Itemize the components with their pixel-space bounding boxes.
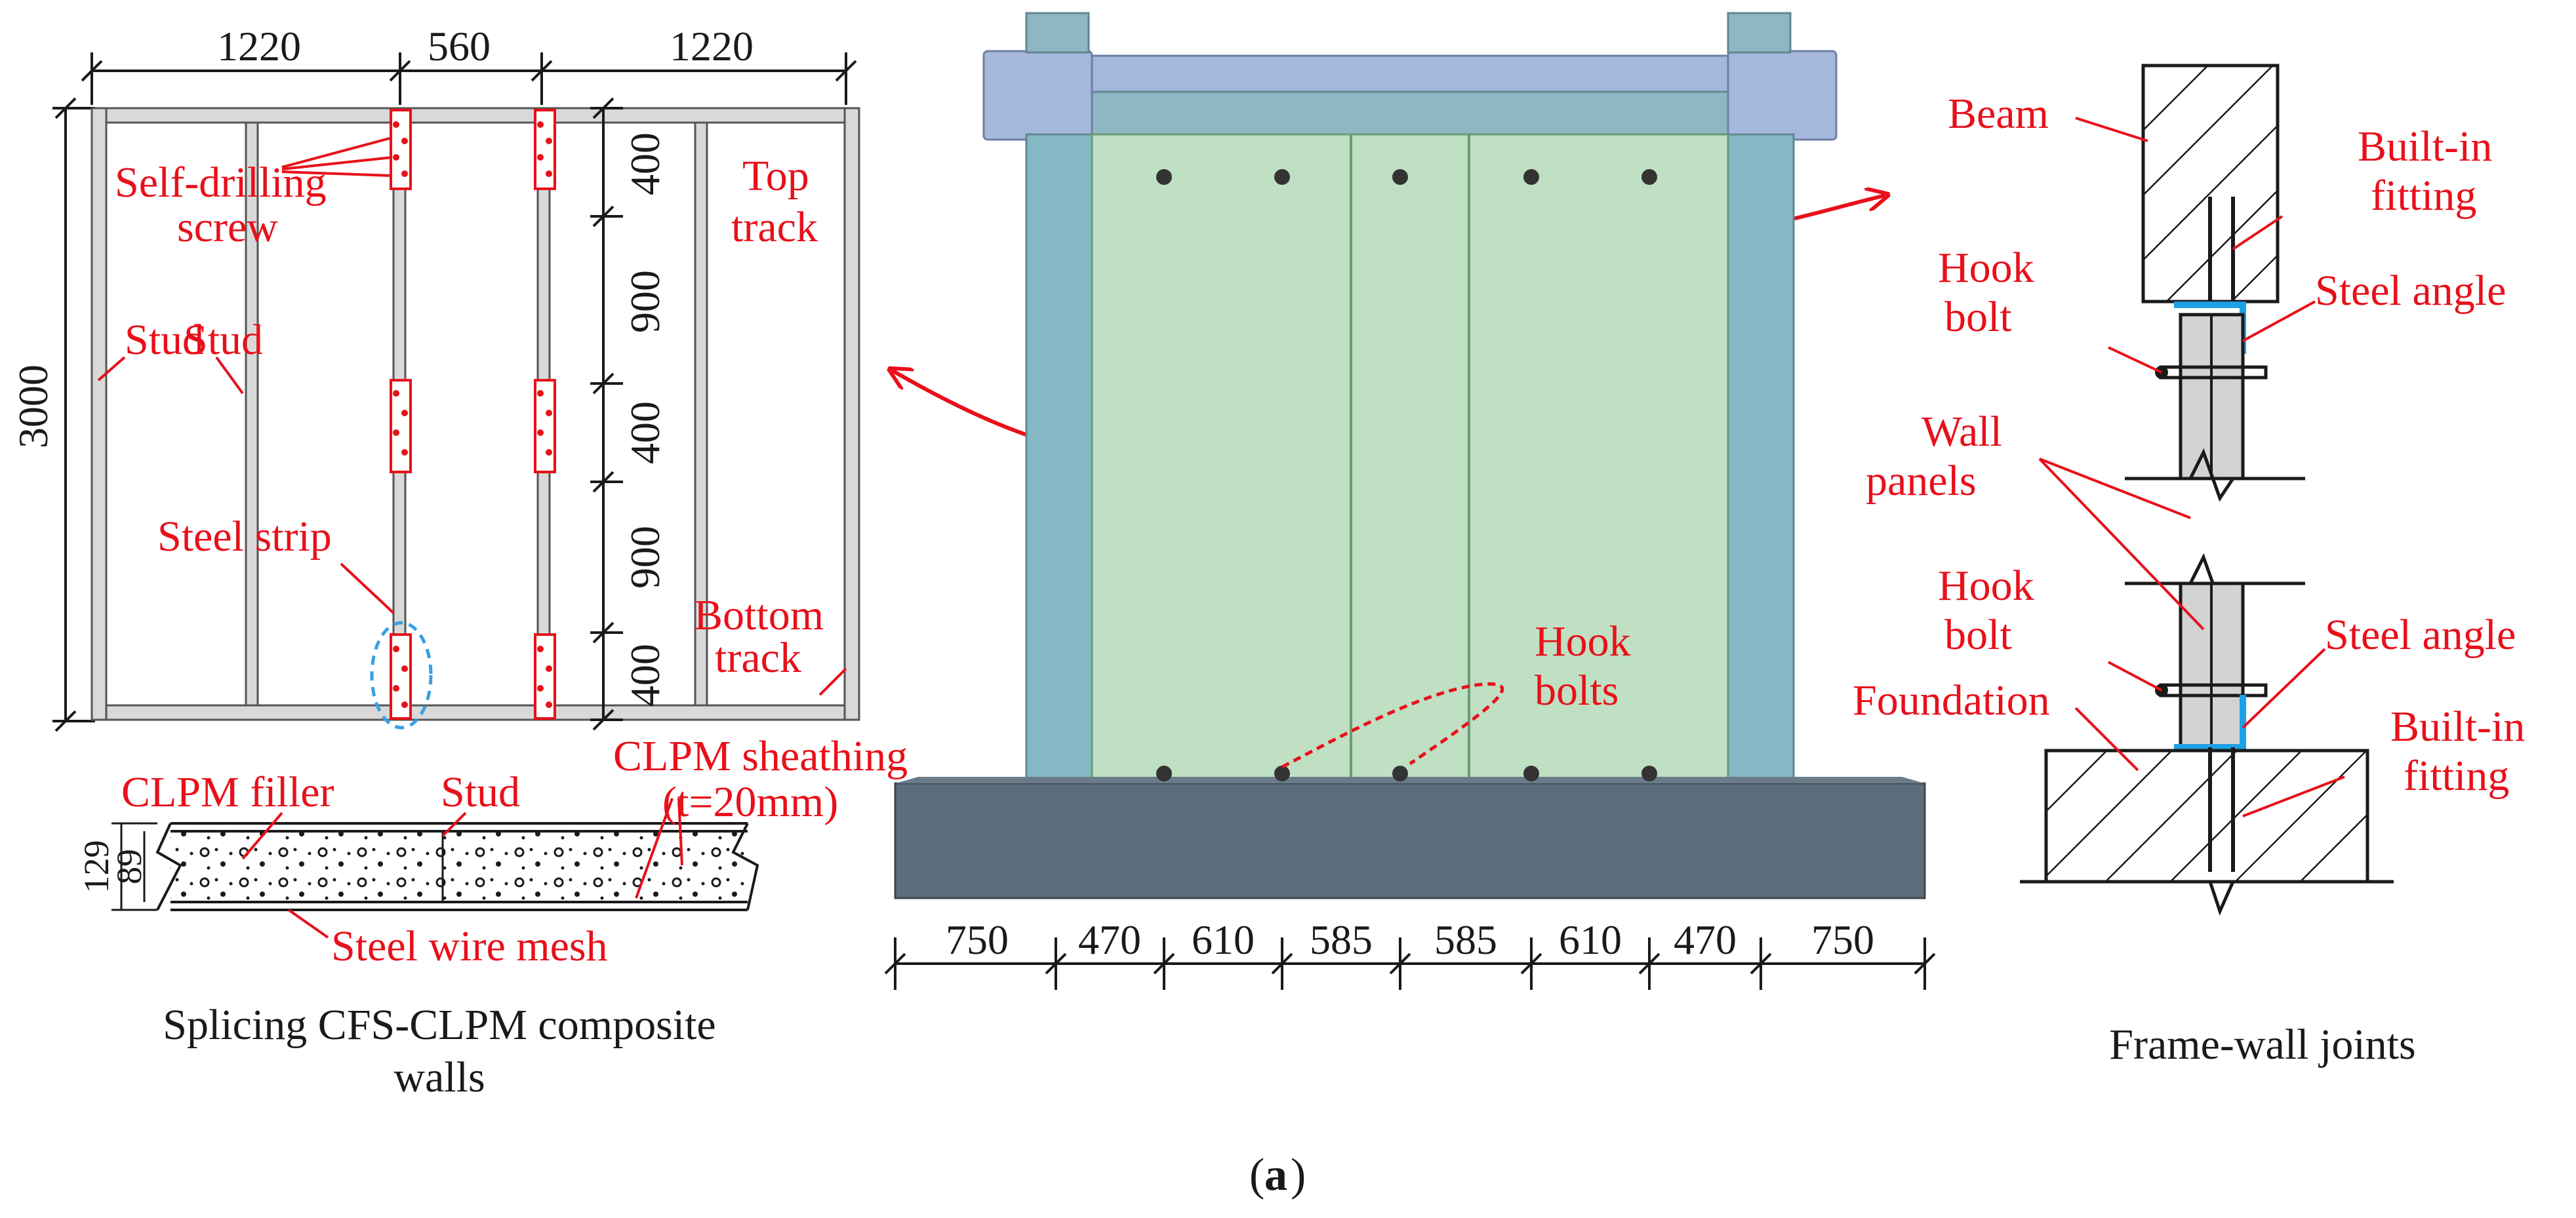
label-builtin-bot-2: fitting — [2404, 752, 2509, 800]
bottom-dimension — [884, 937, 1936, 990]
dim-v-1: 400 — [622, 132, 668, 195]
panel-label-close: ) — [1291, 1150, 1306, 1200]
label-builtin-bot-1: Built-in — [2390, 703, 2525, 751]
column-left — [1025, 133, 1093, 791]
screw-dots — [393, 121, 552, 708]
hook-bolts — [1156, 169, 1657, 781]
right-leaders — [2038, 117, 2345, 817]
column-right — [1727, 133, 1795, 791]
dim-bottom-3: 610 — [1192, 916, 1255, 963]
dim-top-1: 1220 — [217, 23, 301, 69]
vertical-dimension — [590, 97, 623, 731]
label-section-stud: Stud — [441, 768, 520, 816]
cross-section — [111, 822, 759, 911]
wall-panels — [1091, 133, 1729, 791]
label-hook-top-2: bolt — [1944, 293, 2012, 341]
dim-bottom-1: 750 — [946, 916, 1009, 963]
label-steel-strip: Steel strip — [157, 513, 332, 560]
label-bottom: Bottom — [694, 591, 824, 639]
dim-v-3: 400 — [622, 401, 668, 464]
label-hook-top-1: Hook — [1938, 244, 2034, 292]
label-top: Top — [742, 152, 809, 200]
label-wall: Wall — [1922, 408, 2002, 456]
label-thickness: (t=20mm) — [662, 778, 838, 826]
dim-bottom-7: 470 — [1674, 916, 1737, 963]
label-panels: panels — [1866, 457, 1977, 505]
dim-top-2: 560 — [428, 23, 491, 69]
column-cap-left — [982, 50, 1093, 141]
label-angle-top: Steel angle — [2315, 267, 2506, 315]
label-foundation: Foundation — [1853, 677, 2050, 724]
label-builtin-top-1: Built-in — [2358, 123, 2492, 170]
label-track-top: track — [731, 203, 818, 251]
dim-bottom-4: 585 — [1310, 916, 1373, 963]
dim-bottom-2: 470 — [1078, 916, 1141, 963]
caption-left-line2: walls — [393, 1053, 485, 1101]
dim-height: 3000 — [10, 364, 56, 448]
dim-v-5: 400 — [622, 644, 668, 707]
caption-right: Frame-wall joints — [2109, 1021, 2415, 1069]
dim-top-3: 1220 — [670, 23, 754, 69]
right-panel: Beam Built-in fitting Hook bolt Steel an… — [1853, 64, 2525, 1069]
foundation-beam — [894, 782, 1926, 899]
detail-highlight — [370, 621, 433, 730]
label-self-drilling: Self-drilling — [115, 159, 327, 206]
dim-129: 129 — [77, 840, 116, 894]
top-dimension — [81, 52, 857, 105]
section-leaders — [241, 798, 683, 939]
label-screw: screw — [177, 203, 278, 251]
dim-89: 89 — [110, 849, 149, 884]
label-clpm-sheathing: CLPM sheathing — [613, 732, 908, 780]
label-wire-mesh: Steel wire mesh — [331, 922, 608, 970]
height-dimension — [52, 97, 95, 732]
label-bolts: bolts — [1535, 667, 1619, 715]
steel-angle-bottom — [2174, 695, 2246, 751]
label-hook-bot-2: bolt — [1944, 611, 2012, 659]
joint-foundation — [2044, 749, 2369, 884]
label-hook-bot-1: Hook — [1938, 562, 2034, 610]
dim-bottom-6: 610 — [1559, 916, 1622, 963]
label-angle-bot: Steel angle — [2325, 611, 2516, 659]
panel-label-open: ( — [1249, 1150, 1264, 1200]
label-clpm-filler: CLPM filler — [121, 768, 334, 816]
left-panel: 1220 560 1220 3000 — [10, 23, 908, 1101]
panel-label: a — [1264, 1150, 1287, 1200]
dim-v-4: 900 — [622, 526, 668, 589]
middle-panel: Hook bolts 750 470 610 585 — [884, 12, 1936, 990]
label-hook: Hook — [1535, 618, 1631, 665]
dim-bottom-8: 750 — [1811, 916, 1874, 963]
caption-left-line1: Splicing CFS-CLPM composite — [163, 1001, 715, 1049]
label-track-bottom: track — [715, 634, 801, 682]
dim-bottom-5: 585 — [1434, 916, 1497, 963]
left-leaders — [97, 136, 847, 696]
hook-bolt-leader — [1281, 682, 1504, 769]
beam — [1091, 54, 1733, 93]
label-stud-1: Stud — [125, 316, 204, 364]
label-stud-2: Stud — [184, 316, 263, 364]
column-cap-right — [1727, 50, 1838, 141]
label-builtin-top-2: fitting — [2371, 172, 2476, 220]
label-beam: Beam — [1948, 90, 2049, 138]
dim-v-2: 900 — [622, 270, 668, 333]
